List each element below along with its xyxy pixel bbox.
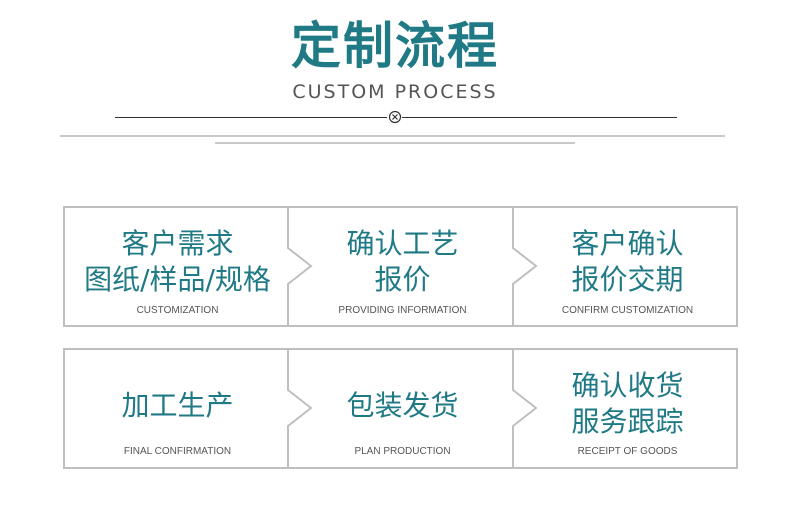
- circle-x-icon: [388, 110, 402, 124]
- fine-print-line: [215, 142, 575, 144]
- step-label-line-2: 报价: [374, 263, 431, 296]
- step-english-label: FINAL CONFIRMATION: [123, 446, 232, 457]
- process-row-1: 客户需求 图纸/样品/规格 CUSTOMIZATION 确认工艺 报价 PROV…: [63, 206, 738, 327]
- step-label-line-1: 加工生产: [121, 389, 234, 422]
- page-subtitle: CUSTOM PROCESS: [292, 81, 498, 103]
- process-step-1: 客户需求 图纸/样品/规格 CUSTOMIZATION: [65, 208, 290, 325]
- step-english-label: CONFIRM CUSTOMIZATION: [561, 305, 694, 316]
- step-label-line-1: 客户确认: [571, 227, 684, 260]
- step-label-line-1: 确认工艺: [346, 227, 459, 260]
- decorative-fine-print: [60, 131, 730, 147]
- page-title: 定制流程: [291, 17, 499, 75]
- step-label-line-2: 服务跟踪: [571, 405, 684, 438]
- divider-line-left: [115, 117, 387, 118]
- chevron-right-icon: [512, 350, 538, 467]
- chevron-right-icon: [287, 350, 313, 467]
- step-label-line-1: 确认收货: [571, 369, 684, 402]
- step-label-line-1: 包装发货: [346, 389, 459, 422]
- step-english-label: CUSTOMIZATION: [136, 305, 219, 316]
- process-step-2: 确认工艺 报价 PROVIDING INFORMATION: [290, 208, 515, 325]
- process-step-6: 确认收货 服务跟踪 RECEIPT OF GOODS: [515, 350, 740, 467]
- process-step-5: 包装发货 PLAN PRODUCTION: [290, 350, 515, 467]
- fine-print-line: [60, 135, 725, 137]
- process-step-3: 客户确认 报价交期 CONFIRM CUSTOMIZATION: [515, 208, 740, 325]
- step-label-line-2: 报价交期: [571, 263, 684, 296]
- process-step-4: 加工生产 FINAL CONFIRMATION: [65, 350, 290, 467]
- chevron-right-icon: [512, 208, 538, 325]
- step-label-line-1: 客户需求: [121, 227, 234, 260]
- step-english-label: PROVIDING INFORMATION: [338, 305, 467, 316]
- process-row-2: 加工生产 FINAL CONFIRMATION 包装发货 PLAN PRODUC…: [63, 348, 738, 469]
- chevron-right-icon: [287, 208, 313, 325]
- step-english-label: PLAN PRODUCTION: [354, 446, 451, 457]
- step-english-label: RECEIPT OF GOODS: [577, 446, 678, 457]
- step-label-line-2: 图纸/样品/规格: [84, 263, 271, 296]
- divider-line-right: [402, 117, 677, 118]
